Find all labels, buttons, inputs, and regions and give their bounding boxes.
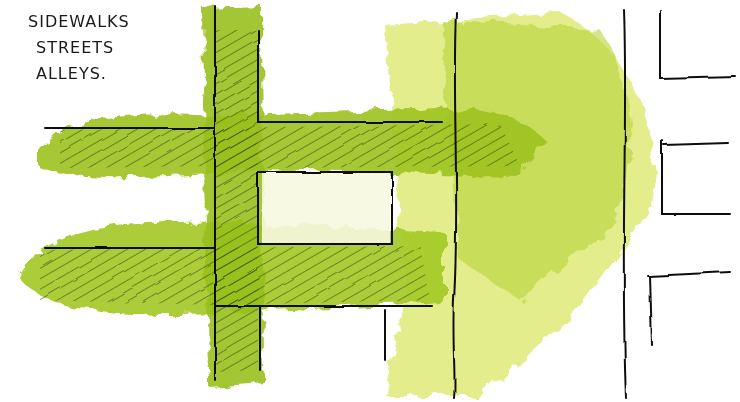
ink-lines (45, 6, 735, 398)
handwritten-note: STREETS (36, 38, 114, 57)
street-bands (18, 6, 545, 386)
city-block (262, 173, 390, 244)
handwritten-note: ALLEYS. (36, 64, 107, 83)
handwritten-note: SIDEWALKS (28, 12, 130, 31)
street-hatching (40, 30, 520, 372)
pencil-wash (385, 12, 654, 396)
